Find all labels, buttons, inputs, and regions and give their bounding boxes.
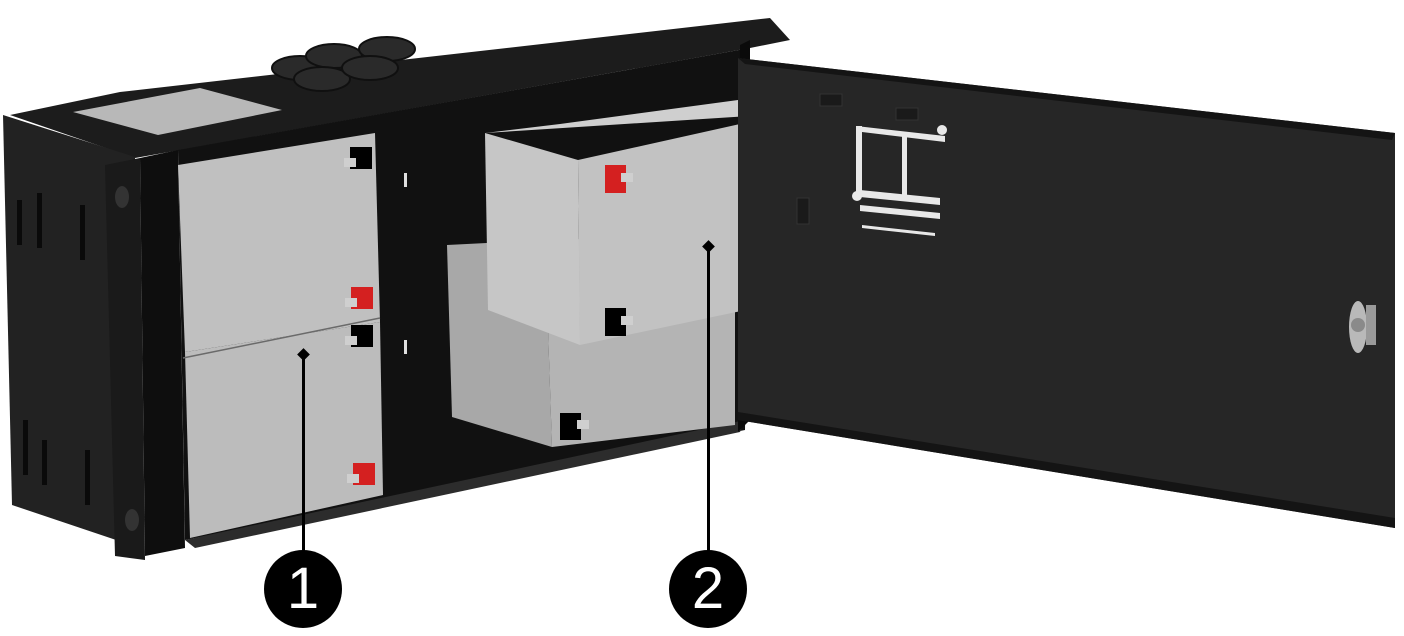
keyhole-top bbox=[115, 186, 129, 208]
terminal-tabs bbox=[344, 158, 359, 483]
callout-2-number: 2 bbox=[691, 556, 725, 621]
front-frame-left bbox=[140, 150, 185, 556]
keyhole-bottom bbox=[125, 509, 139, 531]
door-lock-icon bbox=[1349, 301, 1376, 353]
battery-2-upper-side bbox=[485, 133, 580, 345]
callout-1-leader bbox=[302, 355, 305, 560]
label-window bbox=[73, 88, 282, 135]
side-slots bbox=[17, 193, 90, 505]
cabinet-floor bbox=[185, 420, 745, 548]
terminal-tab bbox=[577, 420, 589, 429]
door-mounting-cutout bbox=[852, 125, 947, 236]
callout-2-leader bbox=[707, 247, 710, 560]
door-inner-edge bbox=[738, 58, 1395, 140]
callout-1-badge: 1 bbox=[264, 550, 342, 628]
mounting-flange bbox=[105, 158, 145, 560]
callout-1-number: 1 bbox=[286, 556, 320, 621]
terminal-tab bbox=[621, 173, 633, 182]
callout-2-badge: 2 bbox=[669, 550, 747, 628]
interior-slot bbox=[404, 340, 407, 354]
door-clip bbox=[895, 107, 919, 121]
door-bottom-edge bbox=[738, 412, 1395, 528]
terminal-negative bbox=[605, 308, 626, 336]
door-clip bbox=[796, 197, 810, 225]
battery-1b bbox=[185, 322, 383, 538]
battery-1a bbox=[178, 133, 380, 352]
terminal-tab bbox=[621, 316, 633, 325]
cable-grommets bbox=[271, 36, 416, 92]
door-clip bbox=[819, 93, 843, 107]
battery-seam bbox=[182, 317, 381, 359]
terminal-positive bbox=[605, 165, 626, 193]
terminal-negative bbox=[560, 413, 581, 440]
interior-slot bbox=[404, 173, 407, 187]
